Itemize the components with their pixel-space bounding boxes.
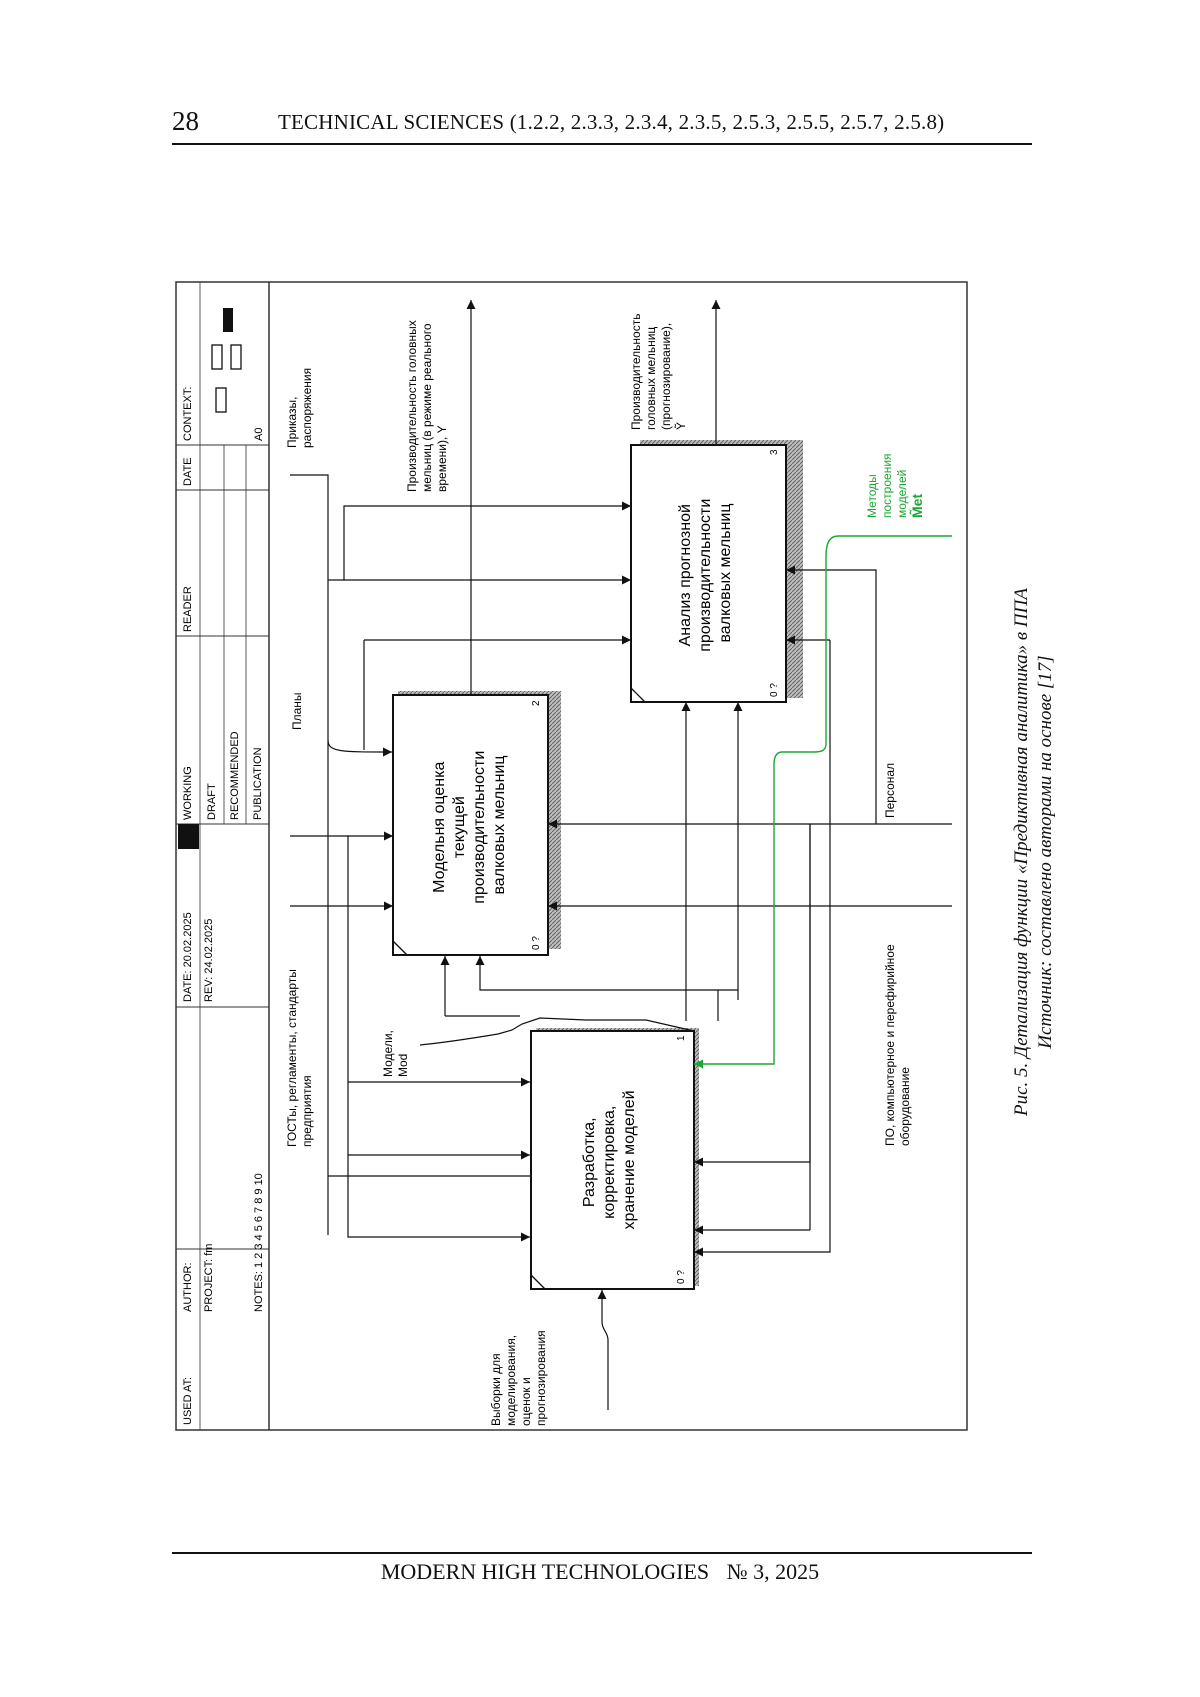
box-2-cost: 0 ? [531, 936, 542, 950]
box-2-number: 2 [531, 700, 542, 706]
footer-issue: № 3, 2025 [727, 1559, 820, 1584]
frame-working: WORKING [182, 766, 194, 820]
footer: MODERN HIGH TECHNOLOGIES № 3, 2025 [0, 1559, 1200, 1585]
frame-used-at: USED AT: [182, 1377, 194, 1425]
caption-line-2: Источник: составлено авторами на основе … [1034, 562, 1058, 1142]
caption-line-1: Рис. 5. Детализация функции «Предиктивна… [1010, 562, 1034, 1142]
figure-caption: Рис. 5. Детализация функции «Предиктивна… [1010, 562, 1058, 1142]
frame-reader: READER [182, 586, 194, 632]
box-1-number: 1 [676, 1035, 687, 1041]
frame-project: PROJECT: fm [203, 1244, 215, 1312]
frame-node: A0 [253, 428, 265, 441]
frame-date: DATE: 20.02.2025 [182, 912, 194, 1002]
frame-notes: NOTES: 1 2 3 4 5 6 7 8 9 10 [253, 1173, 265, 1312]
frame-publication: PUBLICATION [252, 747, 264, 820]
frame-date-2: DATE [182, 457, 194, 486]
label-personnel: Персонал [883, 763, 897, 818]
label-plans: Планы [290, 692, 304, 730]
frame-rev: REV: 24.02.2025 [203, 919, 215, 1002]
box-3-title: Анализ прогнозной производительности вал… [677, 494, 734, 652]
working-status-marker [178, 824, 199, 849]
frame-recommended: RECOMMENDED [229, 731, 241, 820]
footer-journal: MODERN HIGH TECHNOLOGIES [381, 1559, 709, 1584]
box-3-cost: 0 ? [769, 683, 780, 697]
frame-author: AUTHOR: [182, 1263, 194, 1313]
footer-rule [172, 1552, 1032, 1554]
frame-draft: DRAFT [206, 783, 218, 820]
box-3-number: 3 [769, 449, 780, 455]
frame-context: CONTEXT: [182, 387, 194, 441]
box-1-cost: 0 ? [676, 1270, 687, 1284]
